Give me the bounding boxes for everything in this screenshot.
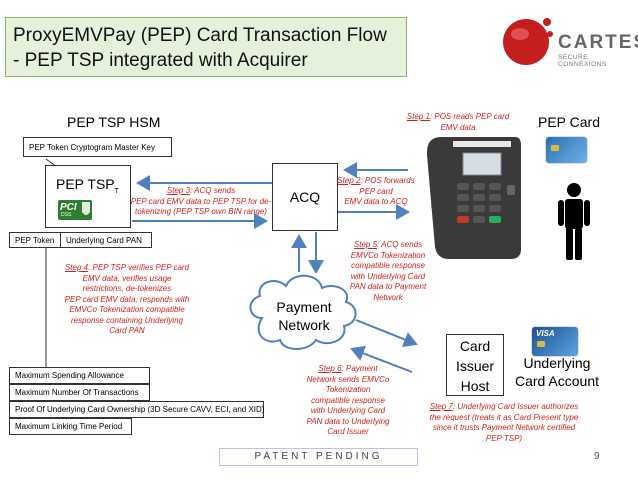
- restriction-ownership: Proof Of Underlying Card Ownership (3D S…: [9, 401, 264, 418]
- underlying-card-chip-icon: [537, 341, 545, 347]
- step6-label: Step 6: [318, 364, 342, 373]
- pep-tsp-label: PEP TSPT: [56, 176, 119, 195]
- payment-network-cloud: [249, 274, 357, 350]
- cartes-logo-mark-icon: [503, 18, 553, 65]
- hsm-header: PEP TSP HSM: [67, 114, 161, 130]
- master-key-box: PEP Token Cryptogram Master Key: [23, 137, 172, 157]
- step5-label: Step 5: [353, 240, 378, 249]
- card-brand: VISA: [536, 329, 555, 338]
- step3-text: Step 3: ACQ sends PEP card EMV data to P…: [130, 186, 272, 216]
- step6-arrow-top: [355, 319, 418, 347]
- step4-text: Step 4: PEP TSP verifies PEP card EMV da…: [64, 263, 190, 335]
- acq-box: ACQ: [272, 163, 338, 231]
- slide-title: ProxyEMVPay (PEP) Card Transaction Flow …: [5, 17, 407, 77]
- step1-text: Step 1: POS reads PEP card EMV data: [406, 112, 510, 132]
- card-chip-icon: [551, 145, 559, 151]
- token-cell-pep-token: PEP Token: [9, 232, 61, 248]
- pos-terminal-icon: [426, 137, 521, 259]
- token-col2: Underlying Card PAN: [66, 235, 142, 245]
- acq-label: ACQ: [289, 189, 321, 205]
- step2-text: Step 2: POS forwards PEP card EMV data t…: [337, 176, 415, 206]
- pep-tsp-box: PEP TSPT PCI DSS: [45, 165, 131, 228]
- title-line-1: ProxyEMVPay (PEP) Card Transaction Flow: [13, 25, 387, 46]
- step5-text: Step 5: ACQ sends EMVCo Tokenization com…: [349, 240, 427, 302]
- master-key-label: PEP Token Cryptogram Master Key: [29, 142, 155, 152]
- pci-text: PCI: [60, 202, 77, 213]
- title-line-2: - PEP TSP integrated with Acquirer: [13, 50, 308, 71]
- pci-dss-logo: PCI DSS: [58, 200, 92, 220]
- payment-network-label: Payment Network: [276, 299, 332, 333]
- pci-shield-icon: [58, 200, 92, 220]
- pos-terminal: [423, 133, 525, 261]
- step7-text: Step 7: Underlying Card Issuer authorize…: [429, 402, 579, 443]
- step6-arrow-bottom: [350, 345, 413, 373]
- card-issuer-host-box: Card Issuer Host: [446, 334, 504, 396]
- underlying-card-account-label: Underlying Card Account: [514, 355, 600, 389]
- restriction-transactions: Maximum Number Of Transactions: [9, 384, 150, 401]
- patent-pending-text: PATENT PENDING: [254, 451, 383, 462]
- underlying-card-image: VISA: [532, 327, 578, 356]
- cardholder-person-icon: [557, 182, 591, 262]
- logo-tagline: SECURE CONNEXIONS: [558, 54, 607, 68]
- step7-label: Step 7: [429, 402, 453, 411]
- restriction-linking: Maximum Linking Time Period: [9, 418, 132, 435]
- pep-card-header: PEP Card: [538, 114, 600, 130]
- step2-label: Step 2: [337, 176, 361, 185]
- restriction-spending: Maximum Spending Allowance: [9, 367, 150, 384]
- token-cell-underlying-pan: Underlying Card PAN: [60, 232, 152, 248]
- pci-sub: DSS: [61, 212, 72, 218]
- page-number: 9: [594, 451, 600, 462]
- step3-label: Step 3: [166, 186, 191, 195]
- token-col1: PEP Token: [15, 235, 55, 245]
- pep-card-image: [546, 137, 587, 163]
- step4-label: Step 4: [64, 263, 89, 272]
- step6-text: Step 6: Payment Network sends EMVCo Toke…: [306, 364, 390, 436]
- step1-label: Step 1: [406, 112, 430, 121]
- patent-pending-bar: PATENT PENDING: [219, 448, 418, 466]
